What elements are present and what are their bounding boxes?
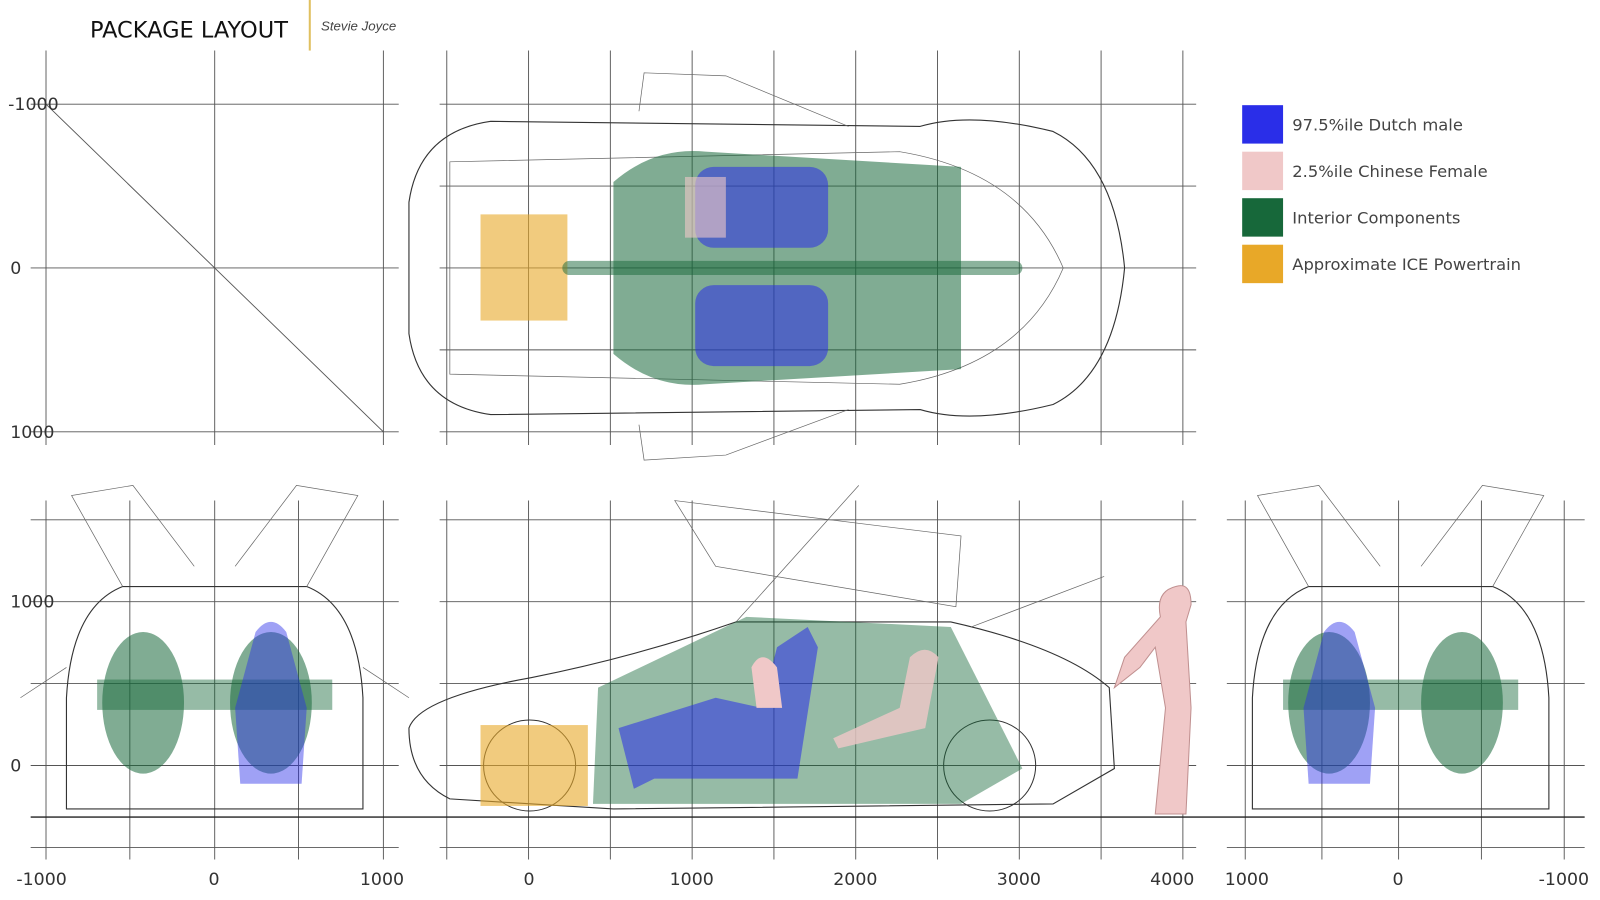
legend-label: 97.5%ile Dutch male <box>1292 116 1463 135</box>
axis-label: 1000 <box>10 593 54 613</box>
axis-label: 1000 <box>10 423 54 443</box>
axis-label: -1000 <box>1539 870 1589 890</box>
axis-label: 0 <box>1392 870 1403 890</box>
axis-label: 0 <box>10 259 21 279</box>
legend-swatch-powertrain <box>1242 244 1284 284</box>
axis-label: -1000 <box>16 870 66 890</box>
car-rear-view <box>1251 485 1550 810</box>
axis-label: -1000 <box>8 95 58 115</box>
axis-label: 0 <box>523 870 534 890</box>
axis-label: 3000 <box>997 870 1041 890</box>
legend-label: 2.5%ile Chinese Female <box>1292 162 1487 181</box>
axis-label: 1000 <box>670 870 714 890</box>
legend-swatch-interior <box>1242 198 1284 237</box>
legend-label: Interior Components <box>1292 209 1460 228</box>
axis-label: 1000 <box>1225 870 1269 890</box>
car-front-view <box>20 485 410 810</box>
legend: 97.5%ile Dutch male 2.5%ile Chinese Fema… <box>1242 105 1521 284</box>
axis-label: 1000 <box>360 870 404 890</box>
author-name: Stevie Joyce <box>321 18 396 33</box>
car-top-view <box>408 72 1126 461</box>
legend-label: Approximate ICE Powertrain <box>1292 255 1521 274</box>
axis-label: 0 <box>10 757 21 777</box>
car-side-view <box>408 485 1192 815</box>
axis-label: 0 <box>209 870 220 890</box>
legend-swatch-dutch-male <box>1242 105 1284 144</box>
page-title: PACKAGE LAYOUT <box>90 18 288 44</box>
legend-swatch-chinese-female <box>1242 151 1284 191</box>
axis-label: 2000 <box>833 870 877 890</box>
diagonal-guide <box>45 103 384 433</box>
axis-label: 4000 <box>1150 870 1194 890</box>
